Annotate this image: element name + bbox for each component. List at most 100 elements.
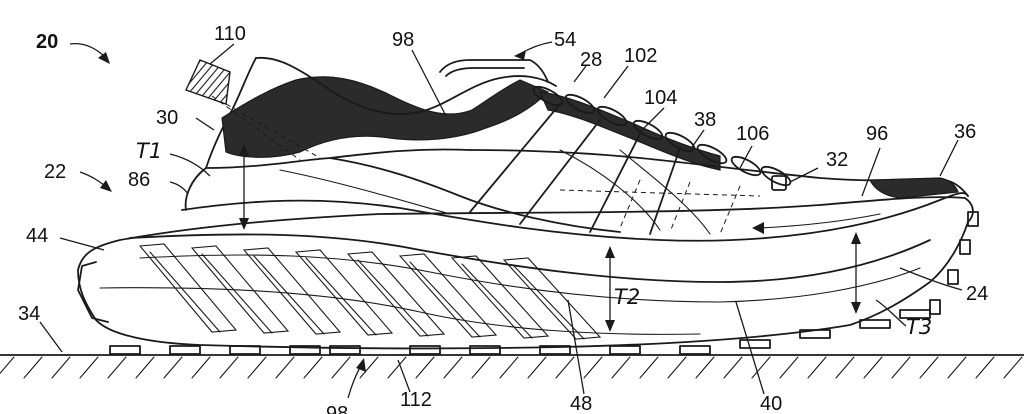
ref-104: 104 <box>644 87 677 109</box>
leader-lines <box>39 41 963 399</box>
ground-hatch-line <box>0 356 15 375</box>
reference-numerals: 20 110 98 54 28 102 104 38 106 96 36 30 … <box>18 23 988 414</box>
ref-106: 106 <box>736 123 769 145</box>
ref-24: 24 <box>966 283 988 305</box>
ref-32: 32 <box>826 149 848 171</box>
dimension-t3: T3 <box>906 315 932 339</box>
sole-structure <box>77 192 979 355</box>
ground-hatch-line <box>303 356 323 379</box>
ground-hatch-line <box>415 356 435 379</box>
ground-hatch-line <box>163 356 183 379</box>
ground-hatch-line <box>443 356 463 379</box>
ref-112: 112 <box>400 389 432 411</box>
ground-hatch-line <box>695 356 715 379</box>
ref-34: 34 <box>18 303 40 325</box>
ref-40: 40 <box>760 393 782 414</box>
lace-loop <box>596 105 628 127</box>
ref-28: 28 <box>580 49 602 71</box>
ground-hatch-line <box>79 356 99 379</box>
lace-strap <box>519 119 601 225</box>
lace-loop <box>532 85 564 107</box>
lace-loop <box>730 155 762 177</box>
lace-strap <box>469 103 561 213</box>
outsole-lug <box>229 345 261 355</box>
ref-36: 36 <box>954 121 976 143</box>
ref-44: 44 <box>26 225 48 247</box>
ground-hatch-line <box>219 356 239 379</box>
ref-98-bottom: 98 <box>326 403 348 414</box>
lace-loop <box>632 119 664 141</box>
dimension-t2: T2 <box>614 285 640 309</box>
ground-hatch-line <box>471 356 491 379</box>
ground-hatch-line <box>23 356 43 379</box>
toe-lug <box>967 211 979 227</box>
shoe-upper <box>184 56 969 235</box>
toe-lug <box>947 269 959 285</box>
sole-rib <box>138 243 238 333</box>
lace-strap <box>589 133 641 233</box>
ground-hatch-line <box>919 356 939 379</box>
toe-lug <box>929 299 941 315</box>
ground-hatch-line <box>975 356 995 379</box>
ref-30: 30 <box>156 107 178 129</box>
ground-hatch-line <box>611 356 631 379</box>
outsole-lug <box>409 345 441 355</box>
outsole-lug <box>469 345 501 355</box>
ref-figure-20: 20 <box>36 31 58 53</box>
toe-lug <box>959 239 971 255</box>
outsole-lug <box>859 319 891 329</box>
ref-54: 54 <box>554 29 576 51</box>
sole-rib-line <box>409 261 481 338</box>
ground-hatch-line <box>891 356 911 379</box>
ground-hatch-line <box>499 356 519 379</box>
outsole-lug <box>539 345 571 355</box>
ground-hatch-line <box>863 356 883 379</box>
outsole-lug <box>109 345 141 355</box>
ground-hatch-line <box>51 356 71 379</box>
dimension-t1: T1 <box>136 139 162 163</box>
sole-rib <box>346 251 446 337</box>
lace-loop <box>760 165 792 187</box>
ground-hatch-line <box>639 356 659 379</box>
ground-hatch-line <box>947 356 967 379</box>
lace-strap <box>649 147 681 235</box>
ground-hatch-line <box>275 356 295 379</box>
ground-hatch-line <box>331 356 351 379</box>
ref-48: 48 <box>570 393 592 414</box>
sole-rib <box>398 253 498 338</box>
outsole-lug <box>169 345 201 355</box>
sole-rib-line <box>253 255 325 335</box>
outsole-lug <box>289 345 321 355</box>
ref-110: 110 <box>214 23 246 45</box>
ground-hatch-line <box>1003 356 1023 379</box>
sole-rib <box>190 245 290 334</box>
ground-hatch-line <box>583 356 603 379</box>
ground-hatch-line <box>807 356 827 379</box>
outsole-lug <box>329 345 361 355</box>
ref-96: 96 <box>866 123 888 145</box>
ref-22: 22 <box>44 161 66 183</box>
ground-hatch-line <box>191 356 211 379</box>
lace-loop <box>564 93 596 115</box>
outsole-lug <box>609 345 641 355</box>
ground-hatch-line <box>555 356 575 379</box>
sole-rib-line <box>201 253 273 334</box>
ref-98-top: 98 <box>392 29 414 51</box>
sole-rib <box>450 255 550 339</box>
sole-rib <box>502 257 602 340</box>
ground-surface <box>0 354 1024 379</box>
sole-rib <box>242 247 342 335</box>
outsole-lug <box>799 329 831 339</box>
thickness-dimensions <box>239 144 861 332</box>
ground-hatch-line <box>247 356 267 379</box>
lace-loop <box>664 131 696 153</box>
ground-hatch-line <box>835 356 855 379</box>
ref-102: 102 <box>624 45 657 67</box>
ground-hatch-line <box>667 356 687 379</box>
ref-86: 86 <box>128 169 150 191</box>
ground-hatch-line <box>779 356 799 379</box>
ground-hatch-line <box>387 356 407 379</box>
ground-hatch-line <box>135 356 155 379</box>
